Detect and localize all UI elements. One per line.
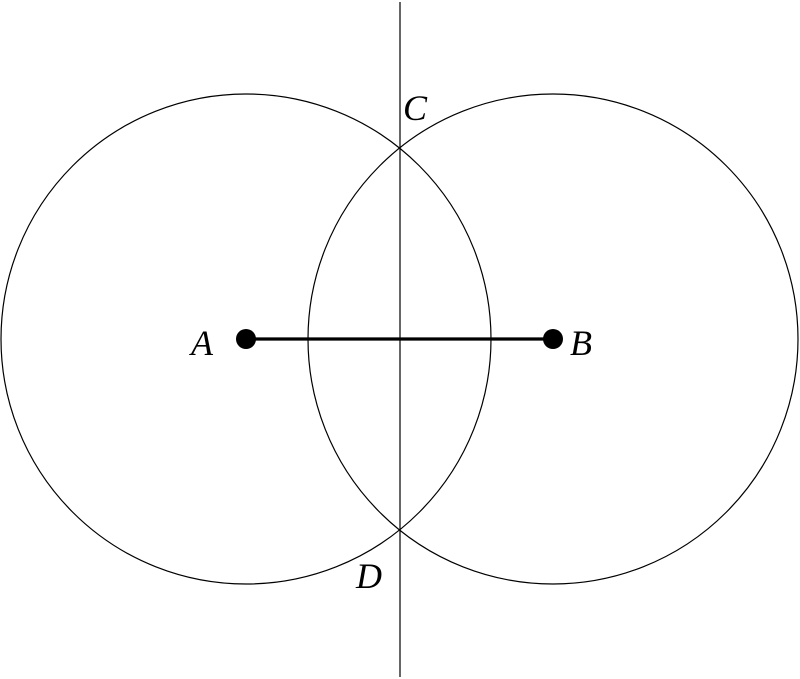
label-c: C bbox=[403, 88, 428, 128]
label-d: D bbox=[355, 556, 382, 596]
point-a bbox=[236, 329, 256, 349]
label-b: B bbox=[570, 323, 592, 363]
point-b bbox=[543, 329, 563, 349]
label-a: A bbox=[189, 323, 214, 363]
